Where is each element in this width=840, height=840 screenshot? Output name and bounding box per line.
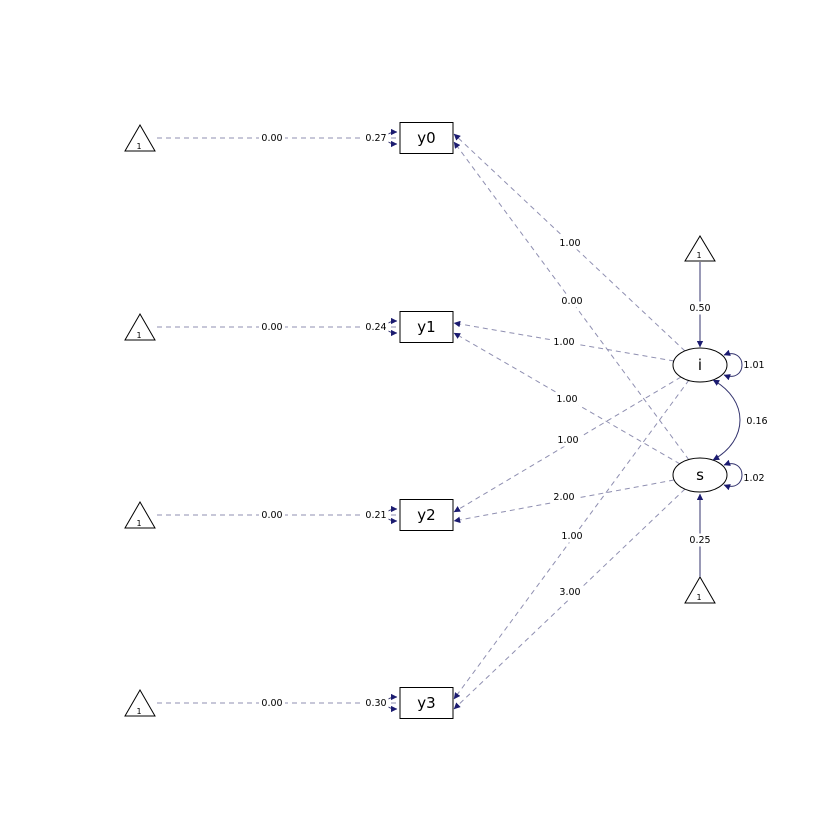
loading-label-i-y0: 1.00	[557, 236, 583, 250]
residual-value: 0.21	[365, 510, 386, 521]
loading-value: 1.00	[557, 435, 578, 446]
latent-node-s	[672, 457, 728, 493]
latent-node-label-s: s	[696, 466, 704, 484]
residual-label-y3: 0.30	[363, 696, 389, 710]
label-bg	[363, 320, 389, 334]
constant-triangle-y2	[124, 500, 156, 529]
intercept-label-y0: 0.00	[259, 131, 285, 145]
covariance-label-i-s: 0.16	[746, 416, 767, 427]
observed-node-label-y3: y3	[417, 694, 435, 712]
label-bg	[363, 131, 389, 145]
constant-label-y2: 1	[136, 519, 141, 528]
intercept-label-y3: 0.00	[259, 696, 285, 710]
observed-row-y0: 1 0.00 0.27 y0	[124, 122, 454, 154]
residual-value: 0.27	[365, 133, 386, 144]
loading-label-i-y3: 1.00	[559, 529, 585, 543]
loading-paths	[453, 133, 690, 710]
observed-node-y3	[399, 687, 454, 719]
covariance-path-i-s	[712, 379, 741, 461]
observed-node-y0	[399, 122, 454, 154]
intercept-label-y2: 0.00	[259, 508, 285, 522]
constant-label-y3: 1	[136, 707, 141, 716]
loading-label-s-y2: 2.00	[551, 490, 577, 504]
label-bg	[555, 433, 581, 447]
label-bg	[559, 529, 585, 543]
label-bg	[554, 392, 580, 406]
loading-label-i-y1: 1.00	[551, 335, 577, 349]
edge-s-y0	[453, 141, 690, 461]
observed-row-y2: 1 0.00 0.21 y2	[124, 499, 454, 531]
label-bg	[686, 533, 714, 547]
mean-label-i: 0.50	[686, 301, 714, 315]
loading-value: 1.00	[553, 337, 574, 348]
variance-label-i: 1.01	[743, 360, 764, 371]
constant-triangle-y0	[124, 123, 156, 152]
latent-group-s: 1 0.25 1.02 s	[672, 457, 765, 604]
constant-triangle-y1	[124, 312, 156, 341]
intercept-value: 0.00	[261, 322, 282, 333]
label-bg	[551, 335, 577, 349]
label-bg	[259, 131, 285, 145]
constant-label-s: 1	[696, 593, 701, 602]
loading-label-s-y1: 1.00	[554, 392, 580, 406]
loading-value: 0.00	[561, 296, 582, 307]
variance-loop-s	[723, 459, 743, 491]
loading-value: 2.00	[553, 492, 574, 503]
latent-group-i: 1 0.50 1.01 i	[672, 235, 765, 383]
mean-value-s: 0.25	[689, 535, 710, 546]
constant-triangle-s	[684, 575, 716, 604]
observed-node-label-y1: y1	[417, 318, 435, 336]
mean-label-s: 0.25	[686, 533, 714, 547]
label-bg	[363, 508, 389, 522]
loading-value: 1.00	[561, 531, 582, 542]
intercept-value: 0.00	[261, 698, 282, 709]
variance-label-s: 1.02	[743, 473, 764, 484]
observed-node-y2	[399, 499, 454, 531]
loading-label-i-y2: 1.00	[555, 433, 581, 447]
label-bg	[559, 294, 585, 308]
latent-node-label-i: i	[698, 356, 702, 374]
label-bg	[363, 696, 389, 710]
intercept-label-y1: 0.00	[259, 320, 285, 334]
loading-labels: 1.00 0.00 1.00 1.00 1.00 2.00 1.00 3.00	[551, 236, 585, 599]
variance-loop-i	[723, 349, 743, 381]
edge-i-y2	[453, 376, 682, 513]
edge-s-y3	[453, 488, 686, 710]
constant-label-i: 1	[696, 251, 701, 260]
label-bg	[557, 585, 583, 599]
loading-value: 1.00	[559, 238, 580, 249]
loading-value: 3.00	[559, 587, 580, 598]
residual-label-y2: 0.21	[363, 508, 389, 522]
label-bg	[557, 236, 583, 250]
constant-label-y0: 1	[136, 142, 141, 151]
constant-triangle-y3	[124, 688, 156, 717]
loading-label-s-y0: 0.00	[559, 294, 585, 308]
constant-label-y1: 1	[136, 331, 141, 340]
residual-label-y1: 0.24	[363, 320, 389, 334]
edge-i-y0	[453, 133, 686, 352]
observed-node-y1	[399, 311, 454, 343]
observed-row-y3: 1 0.00 0.30 y3	[124, 687, 454, 719]
label-bg	[259, 320, 285, 334]
label-bg	[259, 508, 285, 522]
intercept-value: 0.00	[261, 133, 282, 144]
label-bg	[259, 696, 285, 710]
residual-value: 0.24	[365, 322, 386, 333]
covariance-group: 0.16	[712, 379, 768, 461]
residual-label-y0: 0.27	[363, 131, 389, 145]
constant-triangle-i	[684, 235, 716, 262]
latent-node-i	[672, 347, 728, 383]
observed-node-label-y2: y2	[417, 506, 435, 524]
intercept-value: 0.00	[261, 510, 282, 521]
observed-node-label-y0: y0	[417, 129, 435, 147]
loading-value: 1.00	[556, 394, 577, 405]
observed-row-y1: 1 0.00 0.24 y1	[124, 311, 454, 343]
loading-label-s-y3: 3.00	[557, 585, 583, 599]
residual-value: 0.30	[365, 698, 386, 709]
label-bg	[551, 490, 577, 504]
label-bg	[686, 301, 714, 315]
mean-value-i: 0.50	[689, 303, 710, 314]
